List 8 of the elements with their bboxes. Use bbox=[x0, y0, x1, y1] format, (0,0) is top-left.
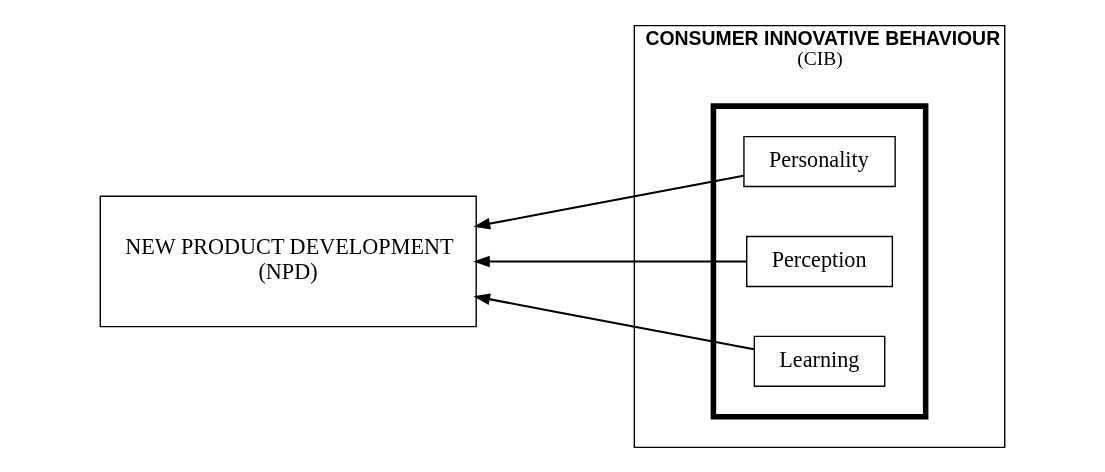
arrow bbox=[473, 174, 744, 229]
arrow bbox=[473, 293, 755, 350]
cluster bbox=[710, 102, 929, 420]
node-box: Learning bbox=[753, 335, 886, 387]
node-box: NEW PRODUCT DEVELOPMENT (NPD) bbox=[99, 195, 477, 327]
node-box: Personality bbox=[743, 135, 896, 187]
arrow bbox=[473, 255, 747, 267]
node-box: Perception bbox=[746, 235, 894, 287]
